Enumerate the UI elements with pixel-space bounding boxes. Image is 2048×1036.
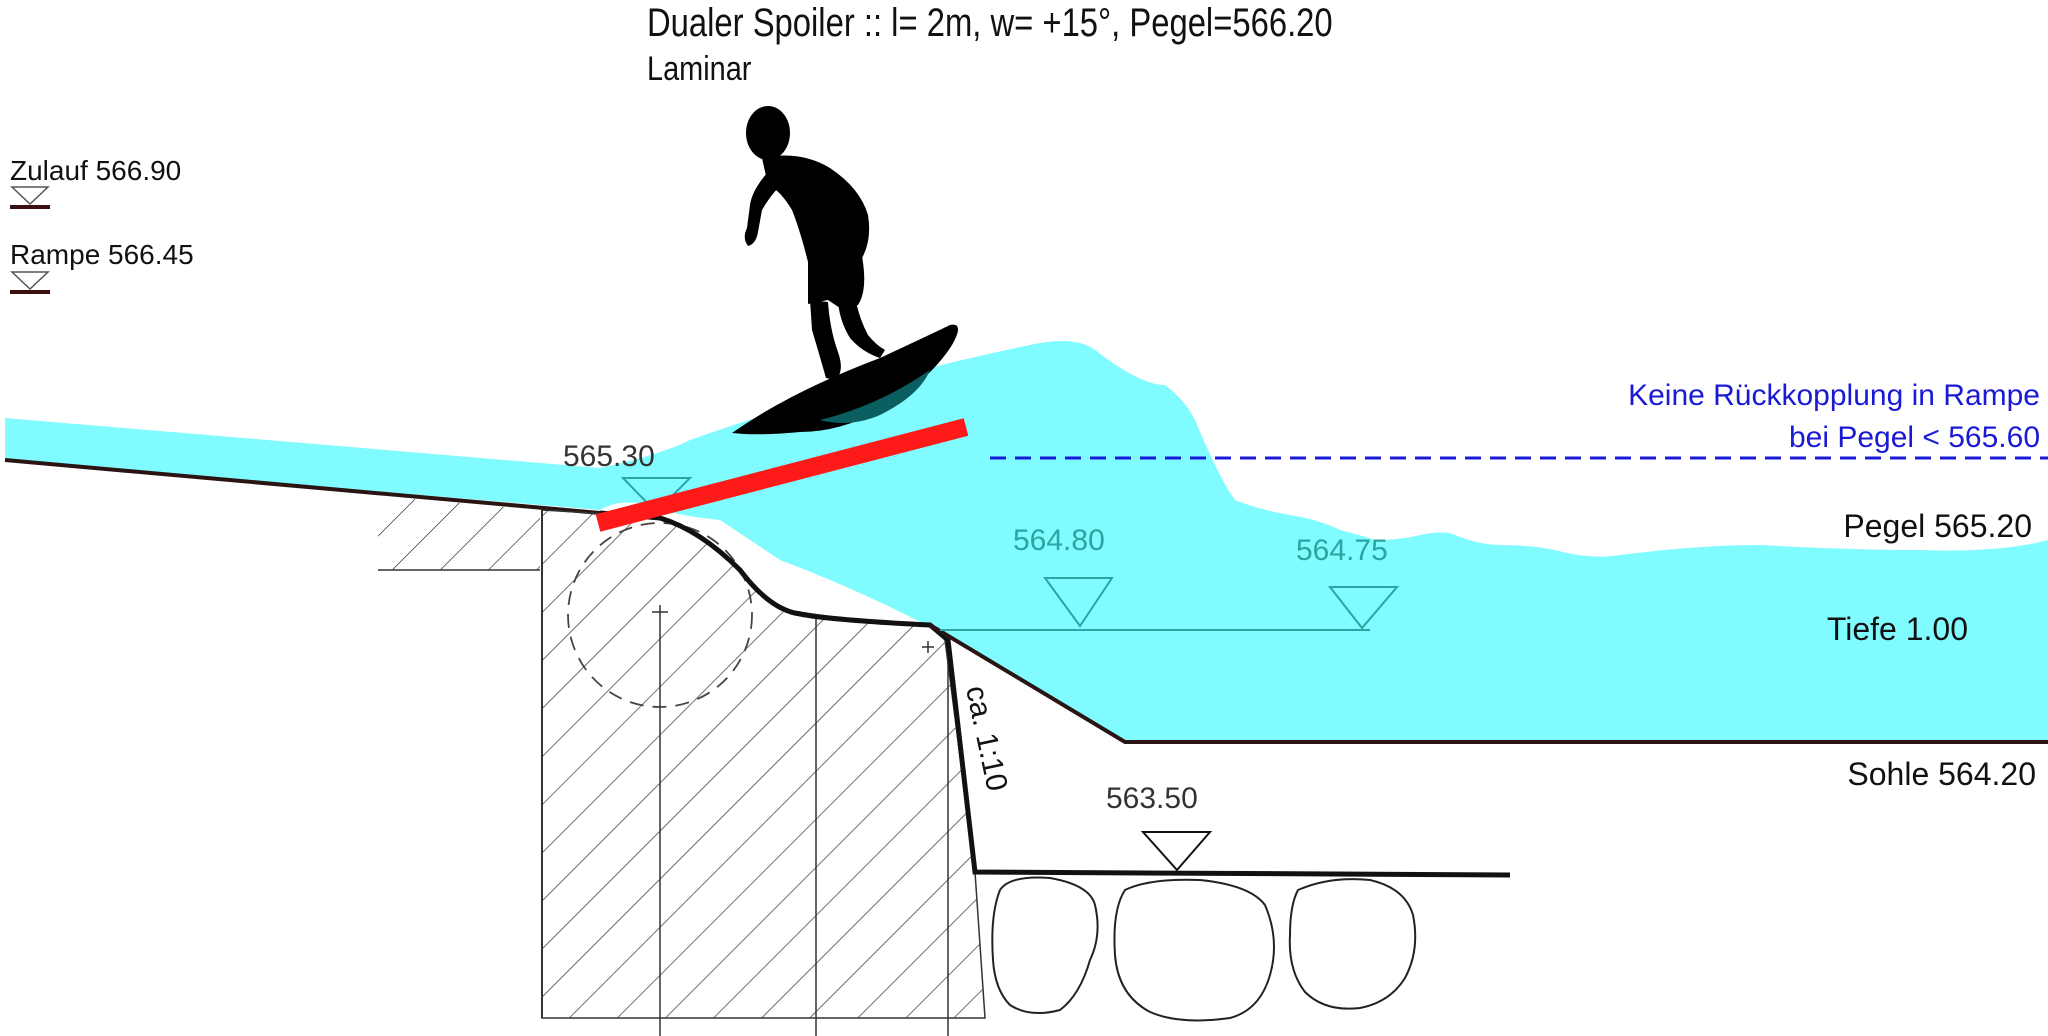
page-subtitle: Laminar	[647, 49, 751, 88]
level-label-564-75: 564.75	[1296, 534, 1388, 567]
level-marker-icon	[1327, 586, 1400, 630]
legend-rampe: Rampe 566.45	[10, 239, 194, 270]
inflow-bed-line	[4, 458, 601, 515]
pegel-label: Pegel 565.20	[1843, 508, 2032, 544]
level-marker-icon	[1043, 577, 1114, 628]
water-body	[5, 341, 2048, 742]
downstream-bed	[928, 623, 2048, 744]
left-upper-block	[378, 496, 540, 571]
note-line-2: bei Pegel < 565.60	[1789, 421, 2040, 454]
sohle-label: Sohle 564.20	[1847, 756, 2036, 792]
level-label-565-30: 565.30	[563, 440, 655, 473]
tiefe-label: Tiefe 1.00	[1827, 611, 1968, 647]
level-marker-icon	[10, 271, 50, 291]
note-line-1: Keine Rückkopplung in Rampe	[1628, 379, 2040, 412]
legend-zulauf: Zulauf 566.90	[10, 155, 181, 186]
level-label-563-50: 563.50	[1106, 782, 1198, 815]
slope-label: ca. 1:10	[959, 683, 1013, 794]
level-marker-icon	[1140, 831, 1213, 872]
level-marker-icon	[10, 186, 50, 206]
page-title: Dualer Spoiler :: l= 2m, w= +15°, Pegel=…	[647, 0, 1333, 45]
surfer-silhouette-icon	[732, 106, 959, 435]
chute-profile	[599, 510, 1511, 878]
riprap-stones	[991, 876, 1417, 1022]
spoiler-bar	[595, 418, 969, 532]
level-label-564-80: 564.80	[1013, 524, 1105, 557]
